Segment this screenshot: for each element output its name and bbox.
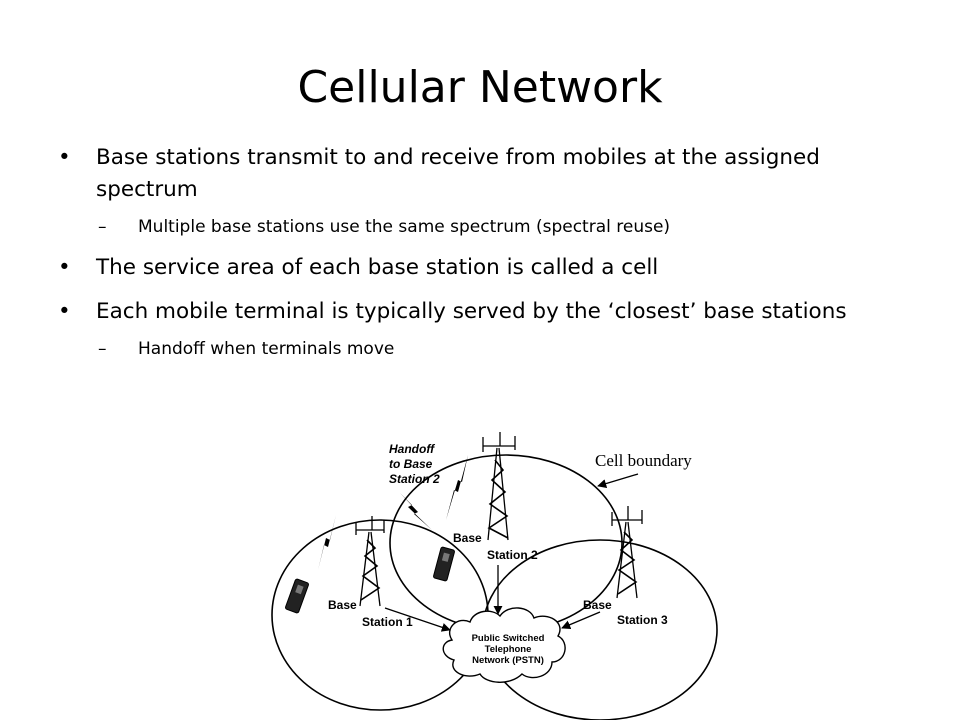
base-station-1-tower bbox=[355, 516, 385, 607]
handoff-label-line-2: to Base bbox=[389, 457, 433, 471]
lightning-bolt-3 bbox=[446, 455, 468, 520]
mobile-phone-1 bbox=[285, 578, 309, 614]
cellular-diagram: Public Switched Telephone Network (PSTN) bbox=[271, 432, 718, 720]
pstn-line-3: Network (PSTN) bbox=[472, 655, 544, 666]
cell-boundary-label: Cell boundary bbox=[595, 451, 692, 470]
arrow-cell-boundary bbox=[597, 473, 639, 489]
pstn-cloud bbox=[442, 607, 566, 683]
arrow-station-1-to-pstn bbox=[384, 607, 451, 632]
station-1-name-label: Station 1 bbox=[362, 615, 413, 629]
arrow-station-3-to-pstn bbox=[561, 611, 601, 630]
station-2-name-label: Station 2 bbox=[487, 548, 538, 562]
sub-bullet-handoff: Handoff when terminals move bbox=[58, 336, 918, 362]
station-3-name-label: Station 3 bbox=[617, 613, 668, 627]
bullet-base-stations: Base stations transmit to and receive fr… bbox=[58, 142, 918, 206]
base-station-3-tower bbox=[611, 506, 643, 599]
lightning-bolt-1 bbox=[318, 515, 336, 570]
pstn-line-2: Telephone bbox=[485, 644, 532, 655]
slide-title: Cellular Network bbox=[297, 62, 663, 113]
mobile-phone-2 bbox=[433, 546, 455, 582]
station-1-base-label: Base bbox=[328, 598, 357, 612]
station-2-base-label: Base bbox=[453, 531, 482, 545]
station-3-base-label: Base bbox=[583, 598, 612, 612]
lightning-bolt-2 bbox=[400, 493, 432, 530]
bullet-closest-base: Each mobile terminal is typically served… bbox=[58, 296, 918, 328]
bullet-list: Base stations transmit to and receive fr… bbox=[58, 142, 918, 374]
pstn-line-1: Public Switched bbox=[472, 633, 545, 644]
base-station-2-tower bbox=[482, 432, 516, 541]
handoff-label-line-1: Handoff bbox=[389, 442, 435, 456]
handoff-label-line-3: Station 2 bbox=[389, 472, 440, 486]
bullet-cell: The service area of each base station is… bbox=[58, 252, 918, 284]
sub-bullet-spectral-reuse: Multiple base stations use the same spec… bbox=[58, 214, 918, 240]
